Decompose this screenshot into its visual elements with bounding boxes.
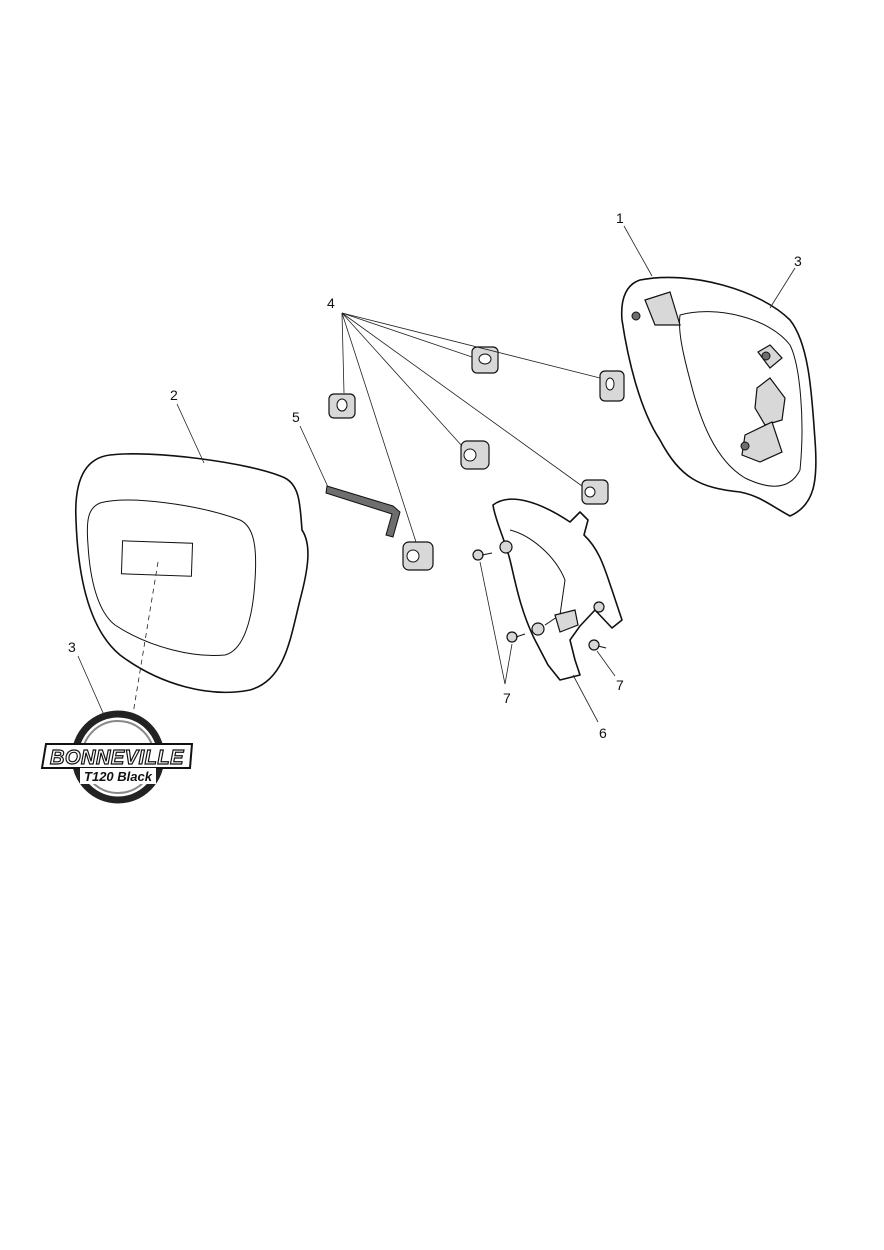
bolt-2 <box>506 631 526 643</box>
callout-7-right: 7 <box>616 677 624 693</box>
side-panel-right <box>620 276 817 517</box>
callout-3-right: 3 <box>794 253 802 269</box>
callout-5: 5 <box>292 409 300 425</box>
grommet-2 <box>471 346 499 374</box>
callout-4: 4 <box>327 295 335 311</box>
badge-sub-text: T120 Black <box>84 769 153 784</box>
bolts <box>472 549 607 651</box>
callout-7-left: 7 <box>503 690 511 706</box>
grommet-1 <box>328 393 356 419</box>
grommet-6 <box>402 541 434 571</box>
grommet-5 <box>581 479 609 505</box>
grommet-3 <box>599 370 625 402</box>
grommet-4 <box>460 440 490 470</box>
mounting-bracket <box>492 498 623 681</box>
callout-1: 1 <box>616 210 624 226</box>
badge-main-text: BONNEVILLE <box>50 747 184 769</box>
leader-lines <box>77 225 796 723</box>
callout-3-left: 3 <box>68 639 76 655</box>
bolt-3 <box>588 639 607 651</box>
bolt-1 <box>472 549 493 561</box>
side-panel-left <box>74 453 309 694</box>
callouts: 1 3 4 2 5 3 7 7 6 <box>68 210 802 741</box>
hex-key <box>325 485 401 538</box>
bonneville-badge: BONNEVILLE T120 Black <box>40 710 194 804</box>
callout-2: 2 <box>170 387 178 403</box>
grommets <box>328 346 625 571</box>
callout-6: 6 <box>599 725 607 741</box>
